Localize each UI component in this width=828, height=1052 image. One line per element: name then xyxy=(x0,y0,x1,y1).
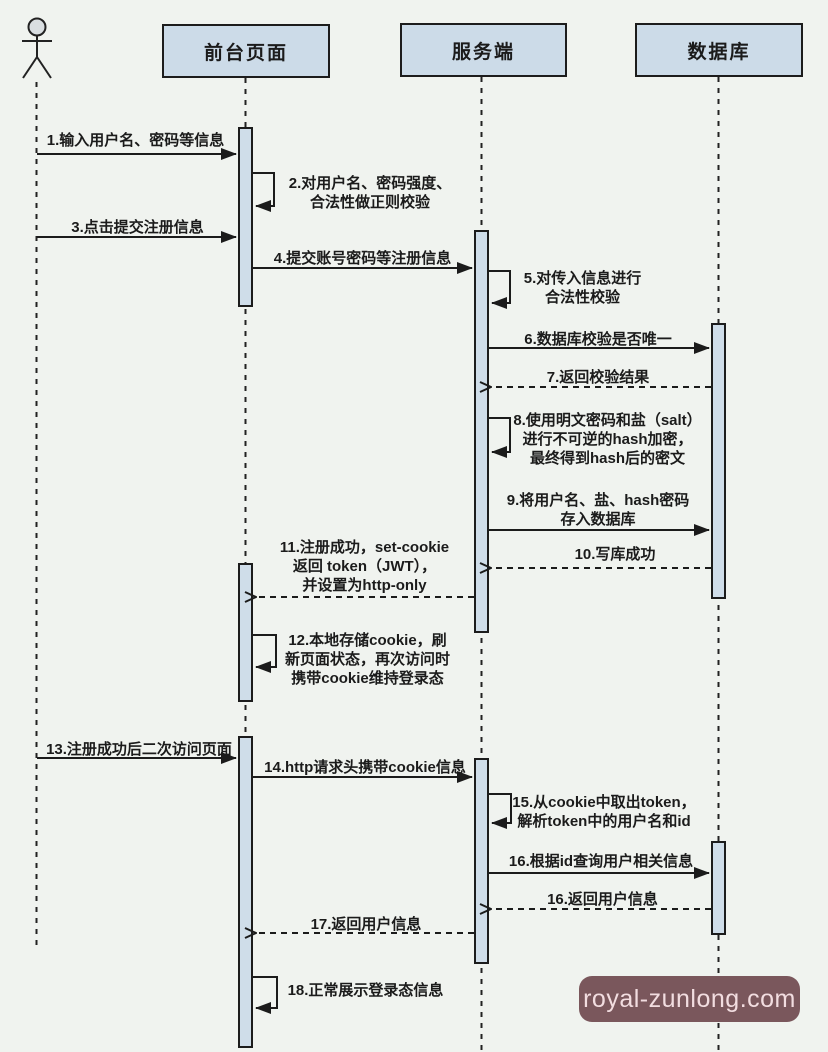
message-8-loop xyxy=(489,417,511,458)
message-15-label: 15.从cookie中取出token，解析token中的用户名和id xyxy=(512,794,696,830)
message-12-loop xyxy=(253,634,277,673)
lifeline-header-database: 数据库 xyxy=(635,23,803,77)
message-8-label: 8.使用明文密码和盐（salt）进行不可逆的hash加密，最终得到hash后的密… xyxy=(513,412,702,467)
frontend-label: 前台页面 xyxy=(203,42,288,64)
message-13-label: 13.注册成功后二次访问页面 xyxy=(46,741,232,758)
message-14-label: 14.http请求头携带cookie信息 xyxy=(264,759,466,776)
message-18-label: 18.正常展示登录态信息 xyxy=(287,982,444,999)
message-18-loop xyxy=(253,976,278,1014)
activation-bar-database-1 xyxy=(711,323,726,599)
message-2-loop xyxy=(253,172,275,212)
message-10-label: 10.写库成功 xyxy=(574,546,656,563)
message-3-label: 3.点击提交注册信息 xyxy=(71,219,204,236)
actor-icon xyxy=(22,17,52,79)
message-7-label: 7.返回校验结果 xyxy=(546,369,650,386)
lifeline-header-server: 服务端 xyxy=(400,23,567,77)
activation-bar-frontend-3 xyxy=(238,736,253,1048)
message-2-label: 2.对用户名、密码强度、合法性做正则校验 xyxy=(288,175,452,211)
message-12-label: 12.本地存储cookie，刷新页面状态，再次访问时携带cookie维持登录态 xyxy=(284,632,450,687)
activation-bar-frontend-1 xyxy=(238,127,253,307)
server-label: 服务端 xyxy=(451,41,515,63)
message-16-label: 16.根据id查询用户相关信息 xyxy=(508,853,694,870)
database-label: 数据库 xyxy=(687,41,751,63)
lifeline-header-frontend: 前台页面 xyxy=(162,24,330,78)
message-4-label: 4.提交账号密码等注册信息 xyxy=(273,250,452,267)
message-5-label: 5.对传入信息进行合法性校验 xyxy=(523,270,642,306)
message-17-label: 17.返回用户信息 xyxy=(310,916,422,933)
watermark-text: royal-zunlong.com xyxy=(583,984,796,1013)
message-1-label: 1.输入用户名、密码等信息 xyxy=(46,132,225,149)
message-15-loop xyxy=(489,793,512,829)
message-6-label: 6.数据库校验是否唯一 xyxy=(524,331,672,348)
message-5-loop xyxy=(489,270,511,309)
activation-bar-database-2 xyxy=(711,841,726,935)
message-16-return-label: 16.返回用户信息 xyxy=(547,891,658,908)
message-9-label: 9.将用户名、盐、hash密码存入数据库 xyxy=(506,492,690,528)
watermark-badge: royal-zunlong.com xyxy=(579,976,800,1022)
activation-bar-server-1 xyxy=(474,230,489,633)
